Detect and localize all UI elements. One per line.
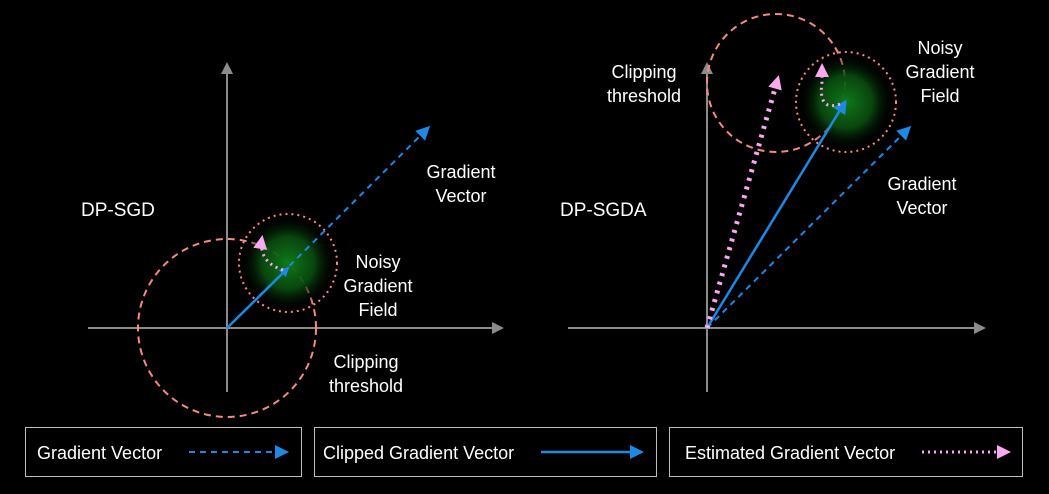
legend-clipped-gradient-vector: Clipped Gradient Vector <box>314 427 657 477</box>
legend-clipped-swatch <box>541 445 644 459</box>
left-gradient-label-line2: Vector <box>435 186 487 206</box>
left-clip-label-line2: threshold <box>328 376 404 396</box>
right-clipped-vector <box>705 99 847 329</box>
right-noise-offset <box>815 63 841 108</box>
right-panel-title: DP-SGDA <box>560 200 647 221</box>
left-noise-glow <box>240 215 336 311</box>
legend-gradient-vector: Gradient Vector <box>25 427 302 477</box>
right-panel <box>568 13 986 392</box>
left-clipping-label: Clipping threshold <box>318 350 414 398</box>
legend-gradient-swatch <box>189 445 289 459</box>
left-clip-label-line1: Clipping <box>333 352 399 372</box>
right-clip-label-line1: Clipping <box>611 62 677 82</box>
right-noisy-label-line1: Noisy <box>917 38 963 58</box>
left-clipping-circle <box>137 238 317 418</box>
right-estimated-vector <box>704 75 782 329</box>
left-gradient-vector-label: Gradient Vector <box>413 160 509 208</box>
legend-estimated-swatch <box>922 445 1011 459</box>
right-gradient-vector <box>706 125 912 329</box>
left-noisy-field-label: Noisy Gradient Field <box>330 250 426 322</box>
right-noisy-label-line2: Gradient <box>905 62 975 82</box>
left-panel-title: DP-SGD <box>81 200 155 221</box>
right-gradient-vector-label: Gradient Vector <box>874 172 970 220</box>
legend-clipped-label: Clipped Gradient Vector <box>323 443 515 463</box>
legend-estimated-label: Estimated Gradient Vector <box>685 443 896 463</box>
left-clipped-vector <box>226 266 290 329</box>
right-clipping-label: Clipping threshold <box>596 60 692 108</box>
right-noisy-field-circle <box>795 51 897 153</box>
right-noisy-label-line3: Field <box>920 86 960 106</box>
left-noisy-label-line1: Noisy <box>355 252 401 272</box>
right-gradient-label-line2: Vector <box>896 198 948 218</box>
left-noisy-field-circle <box>238 213 338 313</box>
left-gradient-label-line1: Gradient <box>426 162 496 182</box>
legend-gradient-label: Gradient Vector <box>37 443 163 463</box>
right-noisy-field-label: Noisy Gradient Field <box>892 36 988 108</box>
left-panel <box>88 62 504 418</box>
left-noisy-label-line3: Field <box>358 300 398 320</box>
right-gradient-label-line1: Gradient <box>887 174 957 194</box>
legend-estimated-gradient-vector: Estimated Gradient Vector <box>669 427 1023 477</box>
left-noisy-label-line2: Gradient <box>343 276 413 296</box>
right-noise-glow <box>798 54 894 150</box>
right-clip-label-line2: threshold <box>606 86 682 106</box>
